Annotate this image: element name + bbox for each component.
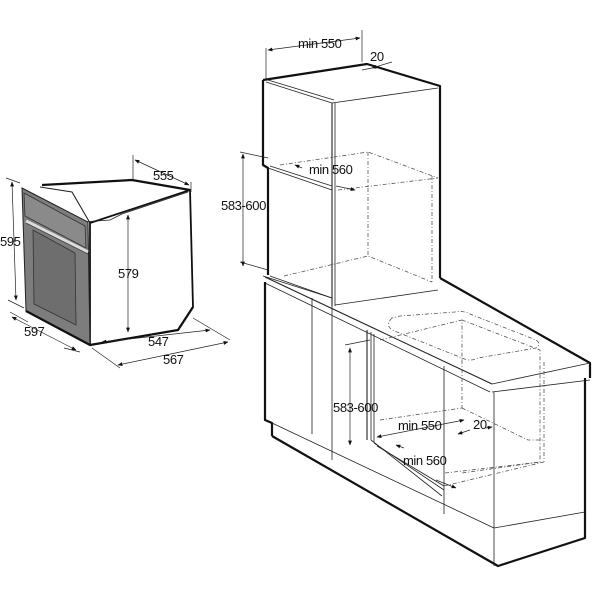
counter-niche-height-label: 583-600 [333, 400, 378, 415]
oven-depth-top-label: 555 [153, 168, 174, 183]
oven-dimensions [5, 155, 231, 369]
counter-cabinet-dimensions [344, 339, 493, 489]
oven-handle [25, 219, 89, 254]
counter-cabinet [263, 276, 592, 568]
tall-cabinet-niche-depth-label: min 560 [309, 162, 353, 177]
oven-inner-height-label: 579 [118, 266, 139, 281]
oven-height-label: 595 [0, 234, 21, 249]
tall-cabinet-dimensions [239, 30, 393, 271]
counter-niche-depth-label: min 560 [403, 453, 447, 468]
counter-rear-gap-label: 20 [473, 417, 487, 432]
oven-total-depth-label: 567 [163, 352, 184, 367]
tall-cabinet-rear-gap-label: 20 [370, 49, 384, 64]
oven-drawing [21, 178, 194, 347]
tall-cabinet-width-label: min 550 [298, 36, 342, 51]
tall-cabinet [261, 62, 442, 306]
oven-width-label: 597 [24, 324, 45, 339]
oven-body-side [89, 188, 194, 347]
oven-body-depth-label: 547 [148, 334, 169, 349]
tall-cabinet-niche-height-label: 583-600 [221, 198, 266, 213]
counter-niche-width-label: min 550 [398, 418, 442, 433]
oven-control-panel [23, 192, 87, 249]
